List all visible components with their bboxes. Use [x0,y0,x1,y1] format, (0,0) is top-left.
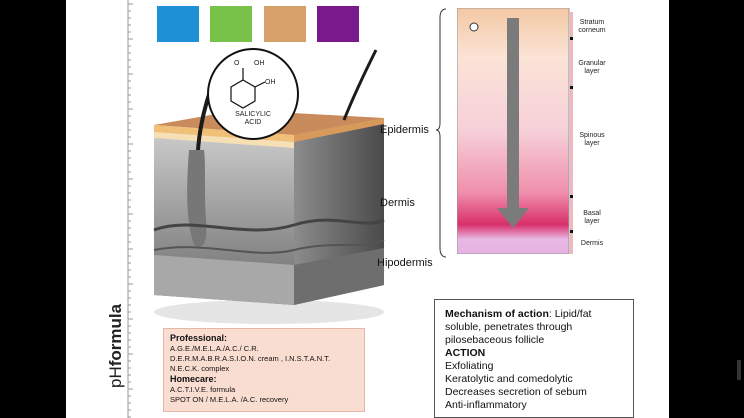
homecare-line1: A.C.T.I.V.E. formula [170,385,236,394]
action-3: Decreases secretion of sebum [445,386,587,398]
mechanism-line3: pilosebaceous follicle [445,334,545,346]
professional-title: Professional: [170,333,228,343]
layer-scale [570,12,573,254]
slide: pHformula [66,0,669,418]
brand-logo: pHformula [106,303,125,388]
ruler [127,0,133,418]
label-dermis-layer: Dermis [580,240,604,247]
mechanism-line2: soluble, penetrates through [445,321,573,333]
action-title: ACTION [445,347,486,359]
salicylic-molecule [207,48,299,140]
mechanism-line1: Mechanism of action: Lipid/fat [445,308,592,320]
epidermis-layers [457,8,570,254]
molecule-oh-side: OH [265,79,276,86]
mechanism-box: Mechanism of action: Lipid/fat soluble, … [434,299,634,418]
homecare-line2: SPOT ON / M.E.L.A. /A.C. recovery [170,395,289,404]
professional-box: Professional: A.G.E./M.E.L.A./A.C./ C.R.… [163,328,365,412]
label-epidermis: Epidermis [380,124,429,136]
molecule-oh-top: OH [254,60,265,67]
molecule-o: O [234,60,240,67]
action-1: Exfoliating [445,360,494,372]
professional-line3: N.E.C.K. complex [170,364,230,373]
professional-line2: D.E.R.M.A.B.R.A.S.I.O.N. cream , I.N.S.T… [170,354,331,363]
homecare-title: Homecare: [170,374,217,384]
professional-line1: A.G.E./M.E.L.A./A.C./ C.R. [170,344,259,353]
epidermis-bracket [436,8,447,258]
swatch-green [210,6,252,42]
swatch-blue [157,6,199,42]
action-2: Keratolytic and comedolytic [445,373,573,385]
action-4: Anti-inflammatory [445,399,527,411]
swatch-tan [264,6,306,42]
scroll-indicator [737,360,741,380]
swatch-purple [317,6,359,42]
label-hipodermis: Hipodermis [377,257,433,269]
label-dermis: Dermis [380,197,415,209]
